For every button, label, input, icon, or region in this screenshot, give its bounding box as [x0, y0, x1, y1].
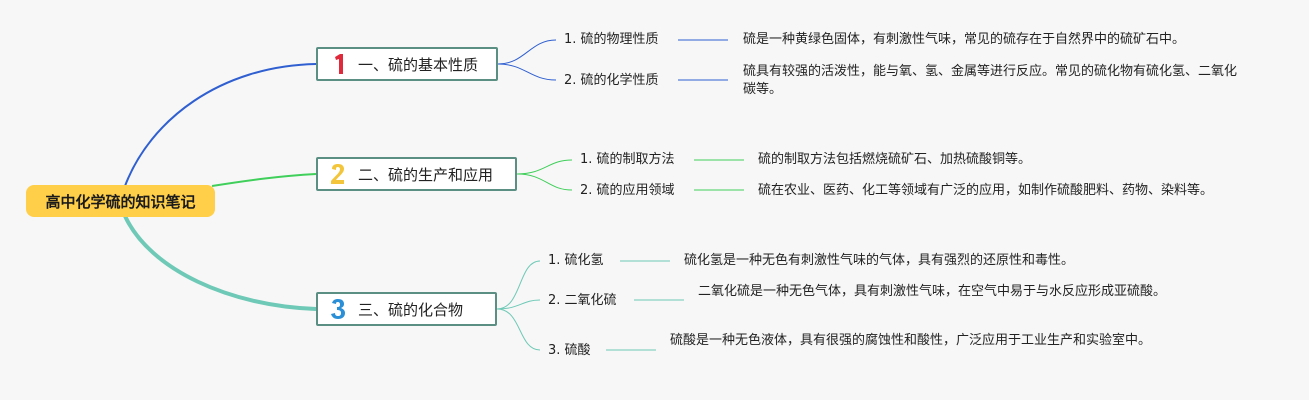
branch-label-2: 二、硫的生产和应用	[358, 165, 494, 184]
leaf-description: 硫的制取方法包括燃烧硫矿石、加热硫酸铜等。	[758, 152, 1032, 167]
leaf-topic[interactable]: 2. 硫的应用领域	[580, 183, 675, 198]
connector-root-branch-3	[123, 215, 317, 311]
badge-number-1-icon	[318, 53, 358, 75]
leaf-topic[interactable]: 2. 二氧化硫	[548, 293, 617, 308]
leaf-topic[interactable]: 1. 硫化氢	[548, 253, 604, 268]
connector-branch2-leaf1	[516, 159, 573, 175]
connector-branch3-leaf3	[496, 308, 541, 351]
badge-number-2-icon	[318, 163, 358, 185]
branch-node-2[interactable]: 二、硫的生产和应用	[316, 157, 517, 191]
leaf-description: 硫是一种黄绿色固体，有刺激性气味，常见的硫存在于自然界中的硫矿石中。	[743, 32, 1186, 47]
connector-branch1-leaf2	[497, 63, 557, 81]
connector-branch3-leaf2	[496, 299, 541, 310]
branch-label-3: 三、硫的化合物	[358, 300, 464, 319]
branch-node-3[interactable]: 三、硫的化合物	[316, 292, 497, 326]
connector-root-branch-1	[124, 63, 317, 187]
leaf-description: 硫化氢是一种无色有刺激性气味的气体，具有强烈的还原性和毒性。	[684, 253, 1075, 268]
leaf-description: 二氧化硫是一种无色气体，具有刺激性气味，在空气中易于与水反应形成亚硫酸。	[698, 284, 1167, 299]
connector-root-branch-2	[211, 173, 317, 187]
branch-node-1[interactable]: 一、硫的基本性质	[316, 47, 498, 81]
connector-branch1-leaf1	[497, 39, 557, 65]
leaf-topic[interactable]: 3. 硫酸	[548, 343, 591, 358]
leaf-description: 硫具有较强的活泼性，能与氧、氢、金属等进行反应。常见的硫化物有硫化氢、二氧化碳等…	[743, 64, 1238, 97]
connector-branch2-leaf2	[516, 173, 573, 191]
badge-number-3-icon	[318, 298, 358, 320]
branch-label-1: 一、硫的基本性质	[358, 55, 479, 74]
leaf-topic[interactable]: 1. 硫的制取方法	[580, 152, 675, 167]
leaf-description: 硫酸是一种无色液体，具有很强的腐蚀性和酸性，广泛应用于工业生产和实验室中。	[670, 333, 1152, 348]
leaf-topic[interactable]: 1. 硫的物理性质	[564, 32, 659, 47]
root-topic-label: 高中化学硫的知识笔记	[45, 192, 196, 211]
leaf-topic[interactable]: 2. 硫的化学性质	[564, 73, 659, 88]
connector-branch3-leaf1	[496, 260, 541, 310]
root-topic[interactable]: 高中化学硫的知识笔记	[26, 185, 215, 217]
leaf-description: 硫在农业、医药、化工等领域有广泛的应用，如制作硫酸肥料、药物、染料等。	[758, 183, 1214, 198]
